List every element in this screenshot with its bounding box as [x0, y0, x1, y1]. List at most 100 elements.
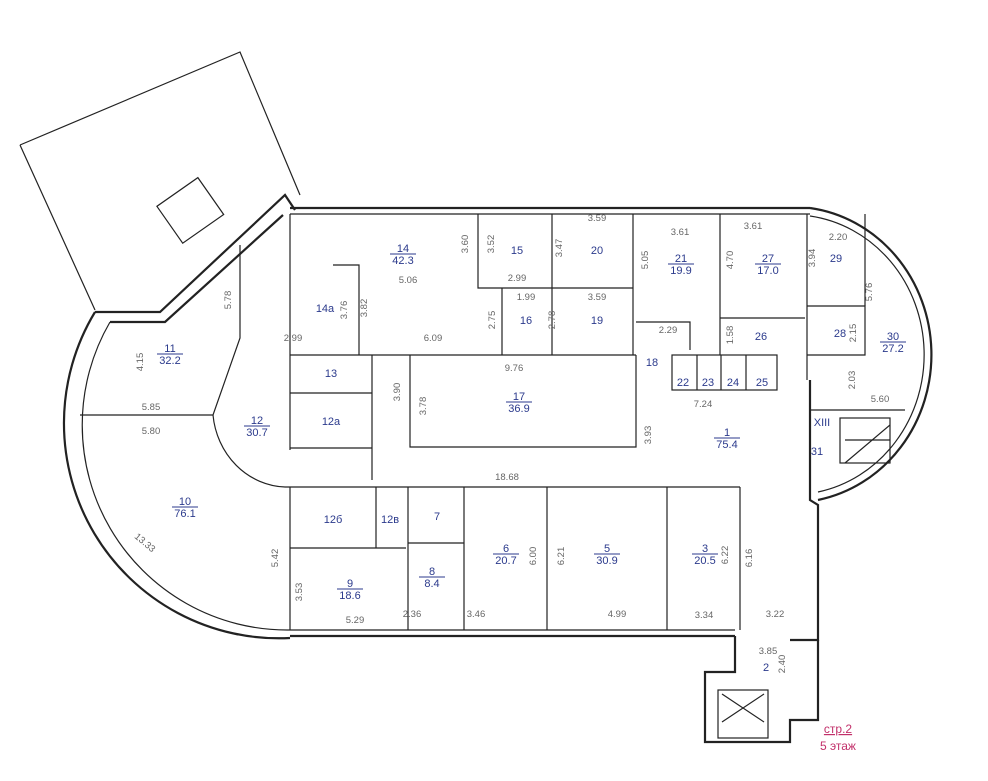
- dimension-label: 3.78: [418, 397, 429, 416]
- dimension-label: 3.22: [766, 609, 785, 620]
- dimension-label: 2.20: [829, 232, 848, 243]
- room-number: 21: [675, 253, 687, 265]
- room-area: 30.7: [246, 427, 267, 439]
- room-area: 8.4: [424, 578, 439, 590]
- dimension-label: 3.61: [671, 227, 690, 238]
- stair-label: XIII: [814, 417, 831, 429]
- room-number: 9: [347, 578, 353, 590]
- dimension-label: 3.85: [759, 646, 778, 657]
- room-number: 22: [677, 377, 689, 389]
- dimension-label: 6.16: [744, 549, 755, 568]
- room-number: 26: [755, 331, 767, 343]
- dimension-label: 2.29: [659, 325, 678, 336]
- room-number: 31: [811, 446, 823, 458]
- room-area: 19.9: [670, 265, 691, 277]
- wing-wall: [95, 193, 296, 314]
- room-number: 15: [511, 245, 523, 257]
- room-number: 23: [702, 377, 714, 389]
- dimension-label: 2.78: [547, 311, 558, 330]
- room-number: 28: [834, 328, 846, 340]
- dimension-label: 3.59: [588, 213, 607, 224]
- dimension-label: 2.36: [403, 609, 422, 620]
- dimension-label: 5.78: [223, 291, 234, 310]
- dimension-label: 5.85: [142, 402, 161, 413]
- dimension-label: 3.76: [339, 301, 350, 320]
- room-number: 20: [591, 245, 603, 257]
- dimension-label: 2.99: [284, 333, 303, 344]
- room-number: 14: [397, 243, 409, 255]
- dimension-label: 3.94: [807, 249, 818, 268]
- dimension-label: 5.29: [346, 615, 365, 626]
- dimension-label: 7.24: [694, 399, 713, 410]
- dimension-label: 3.60: [460, 235, 471, 254]
- dimension-label: 2.75: [487, 311, 498, 330]
- dimension-label: 5.42: [270, 549, 281, 568]
- dimension-label: 3.93: [643, 426, 654, 445]
- room-number: 6: [503, 543, 509, 555]
- room-area: 20.5: [694, 555, 715, 567]
- room-number: 14а: [316, 303, 335, 315]
- room-area: 36.9: [508, 403, 529, 415]
- room-number: 16: [520, 315, 532, 327]
- dimension-label: 3.59: [588, 292, 607, 303]
- dimension-label: 4.99: [608, 609, 627, 620]
- room-number: 5: [604, 543, 610, 555]
- room-number: 13: [325, 368, 337, 380]
- room-number: 18: [646, 357, 658, 369]
- dimension-label: 5.76: [864, 283, 875, 302]
- room-number: 12б: [324, 514, 343, 526]
- room-number: 19: [591, 315, 603, 327]
- dimension-label: 2.99: [508, 273, 527, 284]
- dimension-label: 5.05: [640, 251, 651, 270]
- dimension-label: 3.52: [486, 235, 497, 254]
- dimension-label: 2.15: [848, 324, 859, 343]
- room-number: 7: [434, 511, 440, 523]
- dimension-label: 3.82: [359, 299, 370, 318]
- dimension-label: 4.70: [725, 251, 736, 270]
- room-area: 42.3: [392, 255, 413, 267]
- room-number: 12в: [381, 514, 399, 526]
- room-area: 32.2: [159, 355, 180, 367]
- dimension-label: 3.34: [695, 610, 714, 621]
- room-area: 75.4: [716, 439, 737, 451]
- dimension-label: 1.58: [725, 326, 736, 345]
- room-area: 76.1: [174, 508, 195, 520]
- walls: [19, 51, 933, 744]
- room-number: 27: [762, 253, 774, 265]
- room-number: 29: [830, 253, 842, 265]
- dimension-label: 3.47: [554, 239, 565, 258]
- stair-top-left: [156, 176, 225, 245]
- room-number: 3: [702, 543, 708, 555]
- dimension-label: 5.06: [399, 275, 418, 286]
- room-area: 27.2: [882, 343, 903, 355]
- stair-annex-outline: [19, 51, 301, 196]
- dimension-label: 9.76: [505, 363, 524, 374]
- dimension-label: 1.99: [517, 292, 536, 303]
- room-area: 20.7: [495, 555, 516, 567]
- stair-annex-outline: [19, 144, 96, 311]
- room-number: 12а: [322, 416, 341, 428]
- dimension-label: 2.03: [847, 371, 858, 390]
- dimension-label: 3.53: [294, 583, 305, 602]
- dimension-label: 13.33: [132, 531, 157, 555]
- floor-label: 5 этаж: [820, 739, 856, 753]
- room-number: 24: [727, 377, 739, 389]
- room-number: 10: [179, 496, 191, 508]
- room-number: 30: [887, 331, 899, 343]
- room-area: 30.9: [596, 555, 617, 567]
- room-number: 1: [724, 427, 730, 439]
- dimension-label: 5.80: [142, 426, 161, 437]
- room-number: 12: [251, 415, 263, 427]
- room-number: 2: [763, 662, 769, 674]
- page-label: стр.2: [824, 722, 853, 736]
- dimension-label: 5.60: [871, 394, 890, 405]
- dimension-label: 2.40: [777, 655, 788, 674]
- dimension-label: 6.21: [556, 547, 567, 566]
- dimension-label: 6.09: [424, 333, 443, 344]
- room-number: 17: [513, 391, 525, 403]
- dimension-label: 4.15: [135, 353, 146, 372]
- room-number: 8: [429, 566, 435, 578]
- dimension-label: 6.00: [528, 547, 539, 566]
